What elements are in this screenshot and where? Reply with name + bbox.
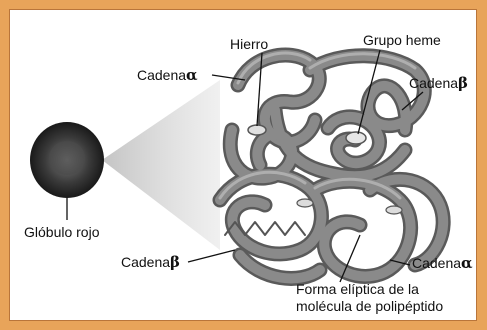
label-globulo-rojo: Glóbulo rojo [24,225,100,239]
label-grupo-heme: Grupo heme [363,33,441,47]
alpha-symbol: α [186,66,198,84]
diagram-panel: Hierro Grupo heme Cadenaα Cadenaβ Glóbul… [9,9,477,321]
magnification-cone [102,80,220,250]
label-cadena-alpha-bottom: Cadenaα [412,256,473,271]
label-forma-eliptica-line2: molécula de polipéptido [296,299,443,313]
beta-symbol: β [170,253,180,271]
label-forma-eliptica-line1: Forma elíptica de la [296,282,419,296]
hemoglobin-diagram [10,10,477,321]
alpha-symbol: α [461,254,473,272]
label-cadena-beta-bottom: Cadenaβ [121,255,180,270]
label-cadena-alpha-top: Cadenaα [137,68,198,83]
label-hierro: Hierro [230,37,268,51]
label-cadena-beta-top: Cadenaβ [409,76,468,91]
beta-symbol: β [458,74,468,92]
